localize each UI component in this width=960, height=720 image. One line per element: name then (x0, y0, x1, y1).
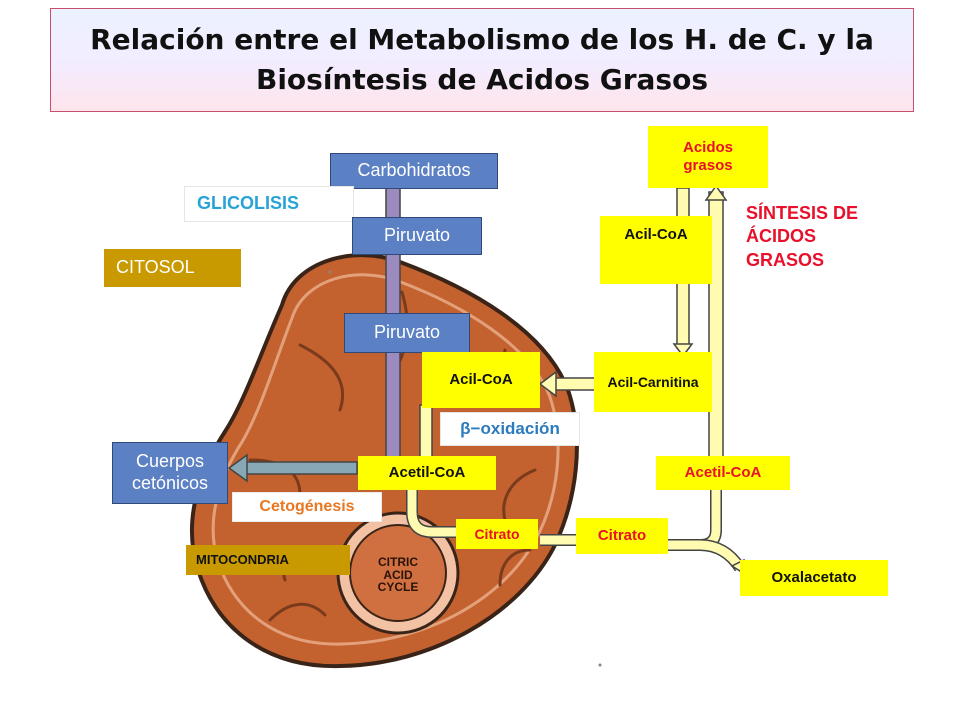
acidos-grasos-box: Acidos grasos (648, 126, 768, 188)
piruvato-mito-box: Piruvato (344, 313, 470, 353)
acil-carnitina-box: Acil-Carnitina (594, 352, 712, 412)
citrato-cytosol-box: Citrato (576, 518, 668, 554)
cuerpos-cetonicos-line-1: Cuerpos (135, 451, 205, 472)
citosol-label: CITOSOL (104, 249, 241, 287)
citosol-text: CITOSOL (116, 257, 195, 278)
acetil-coa-cytosol-box: Acetil-CoA (656, 456, 790, 490)
acil-carnitina-label: Acil-Carnitina (607, 373, 699, 390)
mitocondria-label: MITOCONDRIA (186, 545, 350, 575)
sintesis-line-1: SÍNTESIS DE (746, 203, 859, 223)
cuerpos-cetonicos-line-2: cetónicos (131, 473, 209, 493)
citric-acid-cycle-label: CITRIC ACID CYCLE (362, 545, 434, 605)
piruvato-cytosol-label: Piruvato (383, 225, 451, 246)
title-banner: Relación entre el Metabolismo de los H. … (50, 8, 914, 112)
acetil-coa-mito-label: Acetil-CoA (388, 464, 466, 481)
acetil-coa-cytosol-label: Acetil-CoA (684, 464, 762, 481)
beta-oxidacion-text: β−oxidación (460, 418, 560, 438)
cycle-text-2: ACID (383, 567, 413, 582)
cycle-text-3: CYCLE (377, 580, 419, 595)
sintesis-line-3: GRASOS (746, 249, 825, 270)
citrato-mito-box: Citrato (456, 519, 538, 549)
beta-oxidacion-label: β−oxidación (440, 412, 580, 446)
acil-coa-cytosol-box: Acil-CoA (600, 216, 712, 284)
cycle-text-1: CITRIC (378, 555, 418, 570)
acidos-grasos-line-1: Acidos (682, 139, 733, 156)
acil-coa-mito-label: Acil-CoA (449, 371, 513, 388)
oxalacetato-box: Oxalacetato (740, 560, 888, 596)
title-line-2: Biosíntesis de Acidos Grasos (255, 63, 709, 96)
mitocondria-text: MITOCONDRIA (196, 552, 289, 568)
acil-coa-mito-box: Acil-CoA (422, 352, 540, 408)
acidos-grasos-line-2: grasos (683, 157, 733, 174)
piruvato-mito-label: Piruvato (373, 322, 441, 343)
citrato-cytosol-label: Citrato (597, 527, 647, 544)
title-line-1: Relación entre el Metabolismo de los H. … (90, 23, 874, 56)
acetil-coa-mito-box: Acetil-CoA (358, 456, 496, 490)
oxalacetato-label: Oxalacetato (771, 569, 857, 586)
cetogenesis-label: Cetogénesis (232, 492, 382, 522)
citrato-mito-label: Citrato (474, 525, 520, 542)
sintesis-line-2: ÁCIDOS (746, 226, 817, 247)
carbohidratos-label: Carbohidratos (357, 160, 471, 181)
piruvato-cytosol-box: Piruvato (352, 217, 482, 255)
glicolisis-text: GLICOLISIS (197, 193, 300, 214)
acil-coa-cytosol-label: Acil-CoA (624, 226, 688, 243)
cetogenesis-text: Cetogénesis (259, 498, 355, 516)
cuerpos-cetonicos-box: Cuerpos cetónicos (112, 442, 228, 504)
sintesis-acidos-grasos-label: SÍNTESIS DE ÁCIDOS GRASOS (746, 202, 906, 288)
carbohidratos-box: Carbohidratos (330, 153, 498, 189)
beta-oxidation-arrow (419, 404, 433, 461)
ketogenesis-arrow (244, 461, 358, 475)
glicolisis-label: GLICOLISIS (184, 186, 354, 222)
